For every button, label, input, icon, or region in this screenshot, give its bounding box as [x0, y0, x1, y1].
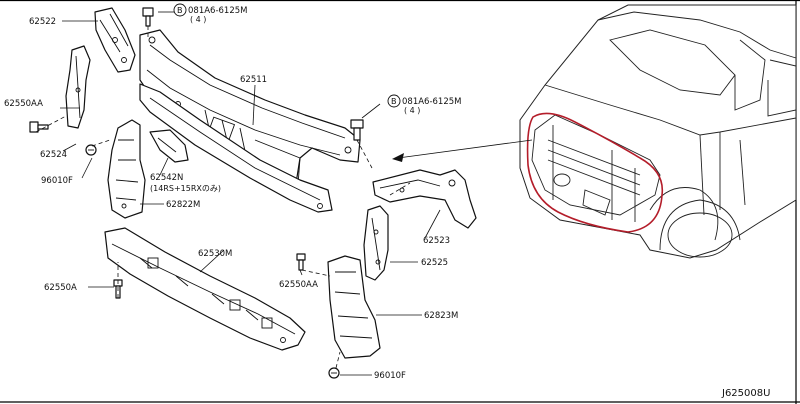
dashed-guides	[35, 26, 411, 369]
part-62525-stay	[363, 205, 389, 281]
leader-lines	[60, 11, 441, 376]
label-96010f-top: 96010F	[41, 176, 73, 186]
diagram-id: J625008U	[721, 388, 770, 399]
label-bolt-right: 081A6-6125M	[402, 97, 461, 107]
bolt-top-circle-letter: B	[177, 6, 183, 15]
vehicle-illustration	[519, 4, 797, 259]
clip-96010f-top	[85, 144, 97, 156]
label-62550a: 62550A	[44, 283, 77, 293]
part-62522-bracket	[94, 7, 136, 73]
part-62524-stay	[65, 45, 91, 129]
bolt-62550aa-top	[29, 121, 49, 133]
label-bolt-top-qty: ( 4 )	[190, 15, 206, 24]
part-62511-lower-flange	[139, 83, 333, 213]
label-62542n: 62542N	[150, 173, 183, 183]
label-62524: 62524	[40, 150, 67, 160]
part-62523-bracket	[372, 169, 477, 229]
part-62542n-bracket	[149, 129, 189, 163]
bolt-right-circle-letter: B	[391, 97, 397, 106]
bolt-right-circle-icon	[387, 94, 401, 108]
label-62550aa-bottom: 62550AA	[279, 280, 318, 290]
label-62823m: 62823M	[424, 311, 458, 321]
label-62522: 62522	[29, 17, 56, 27]
label-62530m: 62530M	[198, 249, 232, 259]
part-62530m-lower-support	[104, 227, 306, 351]
bolt-top-circle-icon	[173, 3, 187, 17]
label-62523: 62523	[423, 236, 450, 246]
part-62822m-air-guide	[107, 119, 146, 219]
label-bolt-right-qty: ( 4 )	[404, 106, 420, 115]
front-structure-highlight	[526, 112, 664, 233]
label-62550aa-top: 62550AA	[4, 99, 43, 109]
label-62511: 62511	[240, 75, 267, 85]
callout-arrowhead	[392, 153, 404, 162]
callout-arrow	[397, 139, 533, 159]
labels: 62522 62550AA 62524 96010F 62511 62542N …	[4, 3, 770, 399]
label-62542n-note: (14RS+15RXのみ)	[150, 184, 221, 193]
label-96010f-bottom: 96010F	[374, 371, 406, 381]
clip-96010f-bottom	[328, 367, 340, 379]
label-62525: 62525	[421, 258, 448, 268]
part-62823m-air-guide	[327, 255, 381, 359]
label-bolt-top: 081A6-6125M	[188, 6, 247, 16]
label-62822m: 62822M	[166, 200, 200, 210]
bolt-62550aa-bottom	[296, 253, 306, 271]
bolt-top	[142, 7, 154, 27]
